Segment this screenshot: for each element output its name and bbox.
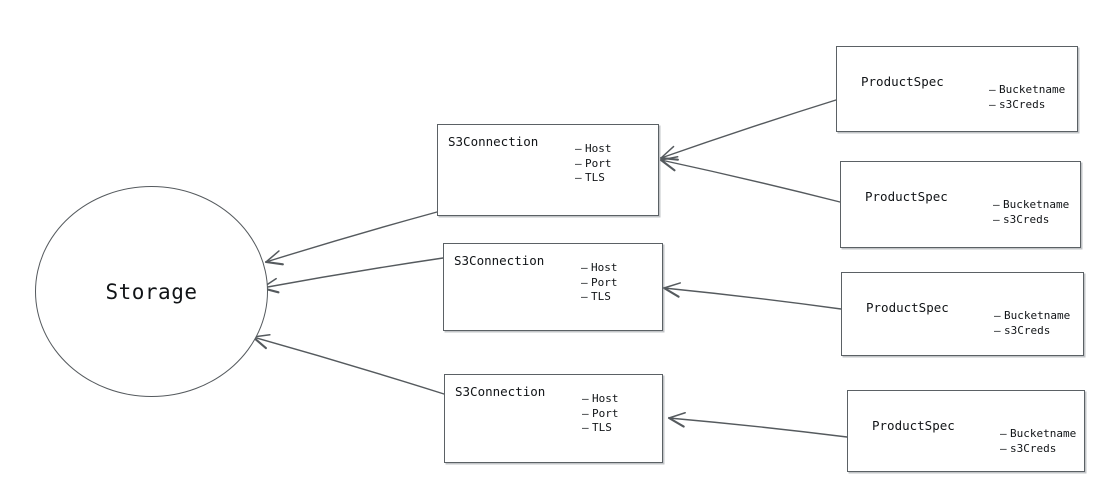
field-label: TLS	[591, 290, 611, 303]
bullet-dash-icon: –	[582, 392, 589, 405]
field-row: –TLS	[582, 421, 619, 436]
field-label: TLS	[592, 421, 612, 434]
field-row: –Host	[575, 142, 612, 157]
node-storage[interactable]: Storage	[35, 186, 268, 397]
bullet-dash-icon: –	[581, 275, 588, 289]
field-label: Port	[585, 156, 612, 170]
node-product-spec-2-fields: –Bucketname–s3Creds	[993, 198, 1069, 227]
node-s3-connection-1-fields: –Host–Port–TLS	[575, 142, 612, 186]
edge-6	[662, 282, 842, 310]
field-label: Host	[591, 261, 618, 274]
bullet-dash-icon: –	[582, 406, 589, 420]
node-product-spec-3[interactable]: ProductSpec –Bucketname–s3Creds	[841, 272, 1084, 356]
field-row: –Host	[582, 392, 619, 407]
field-row: –TLS	[581, 290, 618, 305]
field-label: Port	[592, 406, 619, 420]
bullet-dash-icon: –	[1000, 441, 1007, 455]
bullet-dash-icon: –	[575, 156, 582, 170]
field-row: –Port	[575, 157, 612, 172]
node-s3-connection-1-title: S3Connection	[448, 134, 539, 149]
node-product-spec-4[interactable]: ProductSpec –Bucketname–s3Creds	[847, 390, 1085, 472]
node-product-spec-1-fields: –Bucketname–s3Creds	[989, 83, 1065, 112]
bullet-dash-icon: –	[575, 171, 582, 184]
field-row: –s3Creds	[1000, 442, 1076, 457]
field-label: Bucketname	[1004, 309, 1071, 322]
edge-7	[667, 412, 848, 438]
field-label: Bucketname	[999, 83, 1066, 96]
field-label: s3Creds	[1003, 212, 1050, 226]
node-s3-connection-3[interactable]: S3Connection –Host–Port–TLS	[444, 374, 663, 463]
node-s3-connection-2[interactable]: S3Connection –Host–Port–TLS	[443, 243, 663, 331]
node-product-spec-4-fields: –Bucketname–s3Creds	[1000, 427, 1076, 456]
node-s3-connection-2-fields: –Host–Port–TLS	[581, 261, 618, 305]
edge-1	[264, 211, 438, 266]
field-label: s3Creds	[1010, 441, 1057, 455]
field-label: Bucketname	[1010, 427, 1077, 440]
bullet-dash-icon: –	[581, 290, 588, 303]
bullet-dash-icon: –	[989, 83, 996, 96]
field-row: –s3Creds	[994, 324, 1070, 339]
field-row: –Port	[582, 407, 619, 422]
node-product-spec-2[interactable]: ProductSpec –Bucketname–s3Creds	[840, 161, 1081, 248]
field-row: –Bucketname	[993, 198, 1069, 213]
field-label: Host	[585, 142, 612, 155]
bullet-dash-icon: –	[581, 261, 588, 274]
edge-2	[260, 257, 444, 294]
field-label: TLS	[585, 171, 605, 184]
bullet-dash-icon: –	[994, 309, 1001, 322]
field-label: s3Creds	[1004, 323, 1051, 337]
node-product-spec-2-title: ProductSpec	[865, 189, 948, 204]
node-product-spec-4-title: ProductSpec	[872, 418, 955, 433]
field-row: –Port	[581, 276, 618, 291]
bullet-dash-icon: –	[994, 323, 1001, 337]
node-product-spec-1[interactable]: ProductSpec –Bucketname–s3Creds	[836, 46, 1078, 132]
field-row: –Host	[581, 261, 618, 276]
bullet-dash-icon: –	[989, 97, 996, 111]
field-row: –Bucketname	[989, 83, 1065, 98]
node-product-spec-3-fields: –Bucketname–s3Creds	[994, 309, 1070, 338]
edge-4	[659, 99, 837, 161]
field-label: Bucketname	[1003, 198, 1070, 211]
node-s3-connection-3-fields: –Host–Port–TLS	[582, 392, 619, 436]
field-row: –s3Creds	[989, 98, 1065, 113]
field-label: s3Creds	[999, 97, 1046, 111]
node-storage-label: Storage	[105, 279, 198, 304]
node-s3-connection-1[interactable]: S3Connection –Host–Port–TLS	[437, 124, 659, 216]
bullet-dash-icon: –	[575, 142, 582, 155]
field-label: Port	[591, 275, 618, 289]
field-row: –Bucketname	[994, 309, 1070, 324]
edge-5	[659, 156, 841, 203]
bullet-dash-icon: –	[993, 198, 1000, 211]
field-row: –s3Creds	[993, 213, 1069, 228]
edge-3	[251, 334, 445, 395]
field-label: Host	[592, 392, 619, 405]
node-s3-connection-2-title: S3Connection	[454, 253, 545, 268]
bullet-dash-icon: –	[1000, 427, 1007, 440]
node-s3-connection-3-title: S3Connection	[455, 384, 546, 399]
node-product-spec-3-title: ProductSpec	[866, 300, 949, 315]
bullet-dash-icon: –	[993, 212, 1000, 226]
field-row: –Bucketname	[1000, 427, 1076, 442]
bullet-dash-icon: –	[582, 421, 589, 434]
field-row: –TLS	[575, 171, 612, 186]
node-product-spec-1-title: ProductSpec	[861, 74, 944, 89]
